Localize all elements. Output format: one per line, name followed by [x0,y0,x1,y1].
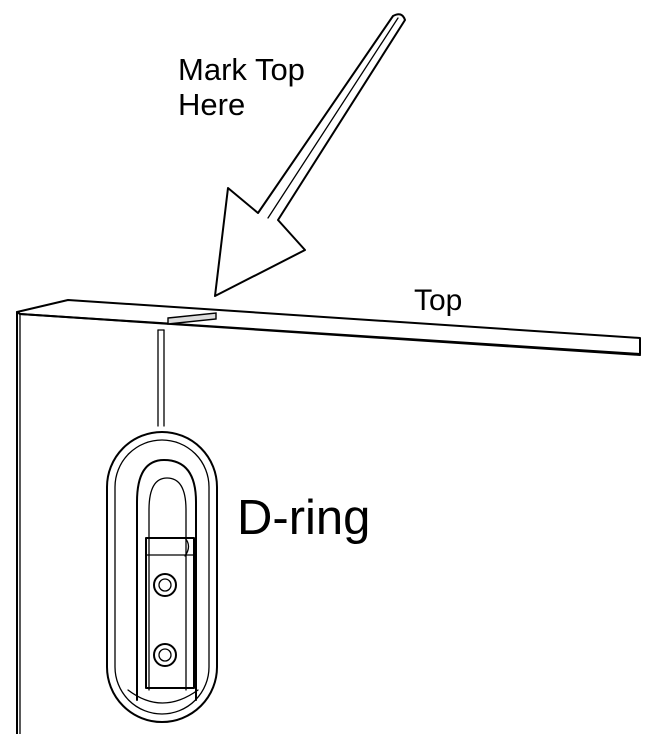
d-ring-hanger-icon [106,431,218,723]
plumb-line [157,329,165,427]
board-top-face [16,299,641,355]
board-top-edge-front [19,313,641,356]
d-ring-label: D-ring [237,491,370,545]
top-mark-tab [167,312,217,325]
callout-label-line2: Here [178,87,245,122]
pointer-arrow-icon [214,13,406,297]
top-label: Top [414,284,462,317]
callout-label-line1: Mark Top [178,52,305,87]
board [16,299,641,734]
top-mark [167,312,217,325]
